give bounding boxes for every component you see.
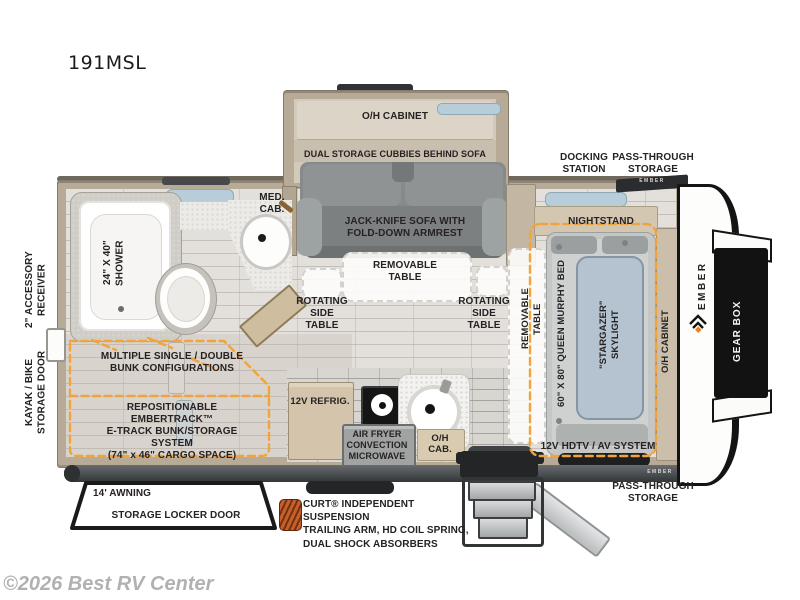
ember-trim-logo-bottom: EMBER	[647, 469, 673, 475]
suspension-note-label: CURT® INDEPENDENT SUSPENSION TRAILING AR…	[303, 499, 469, 550]
hdtv-label: 12V HDTV / AV SYSTEM	[540, 441, 656, 452]
kayak-bike-door-label: KAYAK / BIKE STORAGE DOOR	[24, 350, 48, 434]
kitchen-sink-drain-icon	[425, 404, 435, 414]
burner-center-icon	[379, 402, 386, 409]
rotating-side-table-right	[476, 266, 508, 297]
sofa-cushion-left	[303, 164, 401, 206]
sofa-armrest-left	[296, 198, 322, 256]
shower-floor	[90, 214, 162, 320]
rotating-side-table-left	[302, 268, 342, 299]
bed-button	[556, 418, 562, 424]
step-tread	[473, 499, 533, 519]
shower-drain-icon	[118, 306, 124, 312]
bedroom-removable-table-label: REMOVABLE TABLE	[520, 288, 543, 350]
rotating-side-table-left-label: ROTATING SIDE TABLE	[296, 296, 348, 331]
shower-label: 24" X 40" SHOWER	[102, 240, 126, 286]
sofa-seat	[304, 206, 504, 252]
step-tread	[478, 517, 528, 539]
docking-station-label: DOCKING STATION	[560, 152, 608, 175]
ember-logo-icon	[689, 314, 707, 334]
sofa-armrest-center	[392, 162, 414, 182]
storage-locker-door-label: STORAGE LOCKER DOOR	[111, 510, 241, 521]
awning-label: 14' AWNING	[93, 488, 152, 499]
fold-down-steps-frame	[462, 477, 544, 547]
nightstand-label: NIGHTSTAND	[568, 216, 634, 227]
microwave-label: AIR FRYER CONVECTION MICROWAVE	[346, 429, 408, 461]
dual-storage-label: DUAL STORAGE CUBBIES BEHIND SOFA	[304, 149, 486, 159]
bedroom-oh-cabinet-label: O/H CABINET	[660, 310, 671, 374]
removable-table	[342, 252, 472, 302]
storage-cubby-band	[294, 140, 496, 162]
toilet-bowl	[167, 276, 205, 322]
pass-through-bottom-label: PASS-THROUGH STORAGE	[612, 481, 694, 504]
med-cab-label: MED. CAB.	[259, 192, 285, 215]
ember-trim-logo-top: EMBER	[639, 178, 665, 184]
ember-wordmark: EMBER	[697, 261, 708, 310]
gear-box-panel	[714, 248, 768, 398]
bathroom-sink	[240, 214, 292, 270]
coil-spring-icon	[279, 499, 302, 531]
bed-button	[622, 240, 628, 246]
accessory-receiver-label: 2" ACCESSORY RECEIVER	[24, 251, 48, 329]
dealer-watermark: ©2026 Best RV Center	[3, 573, 214, 595]
embertrack-label: REPOSITIONABLE EMBERTRACK™ E-TRACK BUNK/…	[106, 402, 238, 461]
sofa-label: JACK-KNIFE SOFA WITH FOLD-DOWN ARMREST	[344, 216, 466, 239]
murphy-bed-label: 60" X 80" QUEEN MURPHY BED	[556, 259, 567, 407]
skylight-label: "STARGAZER" SKYLIGHT	[598, 300, 621, 370]
refrigerator-label: 12V REFRIG.	[290, 396, 350, 407]
oh-cabinet-label: O/H CABINET	[361, 111, 429, 122]
step-platform	[460, 451, 538, 478]
window-trim	[162, 177, 230, 185]
oh-cab-label: O/H CAB.	[428, 433, 452, 456]
gear-box-label: GEAR BOX	[732, 300, 743, 362]
bed-button	[556, 244, 562, 250]
bunk-config-label: MULTIPLE SINGLE / DOUBLE BUNK CONFIGURAT…	[100, 351, 244, 374]
pass-through-top-label: PASS-THROUGH STORAGE	[612, 152, 694, 175]
rotating-side-table-right-label: ROTATING SIDE TABLE	[458, 296, 510, 331]
sofa-armrest-right	[482, 198, 508, 256]
bathroom-sink-drain-icon	[258, 234, 266, 242]
kayak-door-hatch	[46, 328, 66, 362]
vanity-counter	[180, 202, 234, 230]
model-number: 191MSL	[68, 52, 147, 74]
slideout-bumper-trim	[337, 84, 413, 92]
underbody-rail	[64, 465, 712, 482]
removable-table-label: REMOVABLE TABLE	[372, 260, 438, 283]
bedroom-window	[545, 192, 627, 207]
slideout-window	[437, 103, 501, 115]
underbody-tank	[306, 481, 394, 494]
rail-end-cap	[64, 465, 80, 482]
